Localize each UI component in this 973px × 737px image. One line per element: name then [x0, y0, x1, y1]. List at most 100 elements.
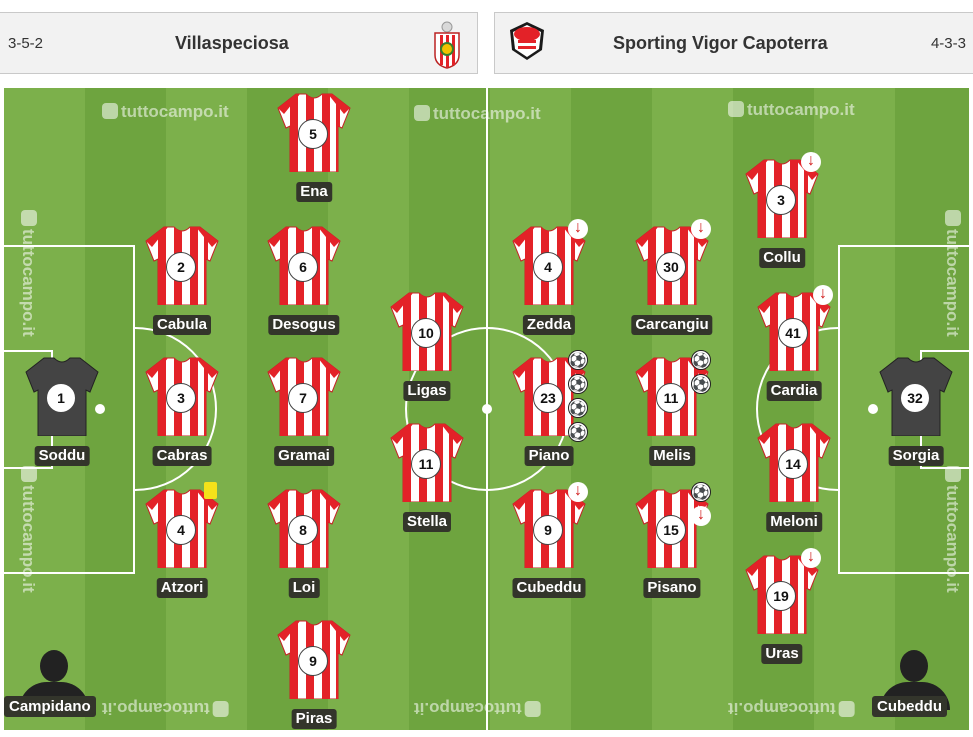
away-coach-icon: [900, 650, 928, 682]
shirt-number: 4: [166, 515, 196, 545]
home-coach-name: Campidano: [4, 696, 96, 717]
player-name[interactable]: Pisano: [643, 578, 701, 598]
watermark-top-center: tuttocampo.it: [414, 104, 541, 124]
away-coach: Cubeddu: [872, 650, 969, 717]
shirt-number: 32: [900, 383, 930, 413]
player-name[interactable]: Stella: [402, 512, 452, 532]
shirt-number: 3: [166, 383, 196, 413]
shirt-number: 11: [656, 383, 686, 413]
player-name[interactable]: Soddu: [34, 446, 90, 466]
shirt-number: 9: [298, 646, 328, 676]
away-box-top: [838, 245, 969, 247]
goal-ball-icon: ⚽: [568, 398, 588, 418]
player-name[interactable]: Collu: [759, 248, 805, 268]
player-name[interactable]: Ligas: [403, 381, 451, 401]
home-coach-icon: [40, 650, 68, 682]
shirt-number: 9: [533, 515, 563, 545]
home-box-bottom: [4, 572, 135, 574]
shirt-number: 1: [46, 383, 76, 413]
shirt-number: 19: [766, 581, 796, 611]
player-name[interactable]: Loi: [288, 578, 320, 598]
goal-ball-icon: ⚽: [691, 482, 711, 502]
watermark-bottom-right: tuttocampo.it: [728, 698, 855, 718]
substitution-out-icon: ↓: [801, 548, 821, 568]
player-name[interactable]: Uras: [761, 644, 803, 664]
shirt-number: 10: [411, 318, 441, 348]
watermark-top-right: tuttocampo.it: [728, 100, 855, 120]
away-formation: 4-3-3: [930, 35, 966, 52]
watermark-left-lower: tuttocampo.it: [18, 466, 38, 593]
home-team-header[interactable]: 3-5-2 Villaspeciosa: [0, 12, 478, 74]
player-name[interactable]: Piras: [291, 709, 337, 729]
player-name[interactable]: Zedda: [522, 315, 576, 335]
shirt-number: 11: [411, 449, 441, 479]
home-box-side: [133, 245, 135, 574]
watermark-bottom-center: tuttocampo.it: [414, 698, 541, 718]
player-name[interactable]: Atzori: [156, 578, 208, 598]
home-formation: 3-5-2: [8, 35, 44, 52]
center-spot: [482, 404, 492, 414]
watermark-bottom-left: tuttocampo.it: [102, 698, 229, 718]
goal-ball-icon: ⚽: [691, 350, 711, 370]
home-team-name[interactable]: Villaspeciosa: [175, 33, 289, 53]
pitch: tuttocampo.it tuttocampo.it tuttocampo.i…: [2, 86, 971, 732]
player-name[interactable]: Cardia: [766, 381, 822, 401]
player-name[interactable]: Cabras: [152, 446, 212, 466]
goal-ball-icon: ⚽: [568, 422, 588, 442]
player-name[interactable]: Cabula: [152, 315, 212, 335]
player-name[interactable]: Ena: [296, 182, 332, 202]
goal-ball-icon: ⚽: [568, 350, 588, 370]
shirt-number: 3: [766, 185, 796, 215]
shirt-number: 8: [288, 515, 318, 545]
away-team-header[interactable]: Sporting Vigor Capoterra 4-3-3: [494, 12, 973, 74]
player-name[interactable]: Cubeddu: [512, 578, 586, 598]
shirt-number: 15: [656, 515, 686, 545]
home-crest-icon: [434, 21, 460, 69]
watermark-right-upper: tuttocampo.it: [942, 210, 962, 337]
player-name[interactable]: Piano: [524, 446, 574, 466]
home-six-top: [4, 350, 53, 352]
away-six-top: [920, 350, 969, 352]
goal-ball-icon: ⚽: [691, 374, 711, 394]
away-box-side: [838, 245, 840, 574]
shirt-number: 4: [533, 252, 563, 282]
player-name[interactable]: Desogus: [268, 315, 340, 335]
shirt-number: 7: [288, 383, 318, 413]
shirt-number: 30: [656, 252, 686, 282]
substitution-out-icon: ↓: [801, 152, 821, 172]
home-penalty-spot: [95, 404, 105, 414]
shirt-number: 41: [778, 318, 808, 348]
watermark-left-upper: tuttocampo.it: [18, 210, 38, 337]
player-name[interactable]: Meloni: [766, 512, 822, 532]
watermark-top-left: tuttocampo.it: [102, 102, 229, 122]
player-name[interactable]: Carcangiu: [631, 315, 713, 335]
away-team-name[interactable]: Sporting Vigor Capoterra: [613, 33, 828, 53]
player-name[interactable]: Sorgia: [888, 446, 944, 466]
player-name[interactable]: Gramai: [274, 446, 334, 466]
watermark-right-lower: tuttocampo.it: [942, 466, 962, 593]
player-name[interactable]: Melis: [649, 446, 695, 466]
substitution-out-icon: ↓: [813, 285, 833, 305]
